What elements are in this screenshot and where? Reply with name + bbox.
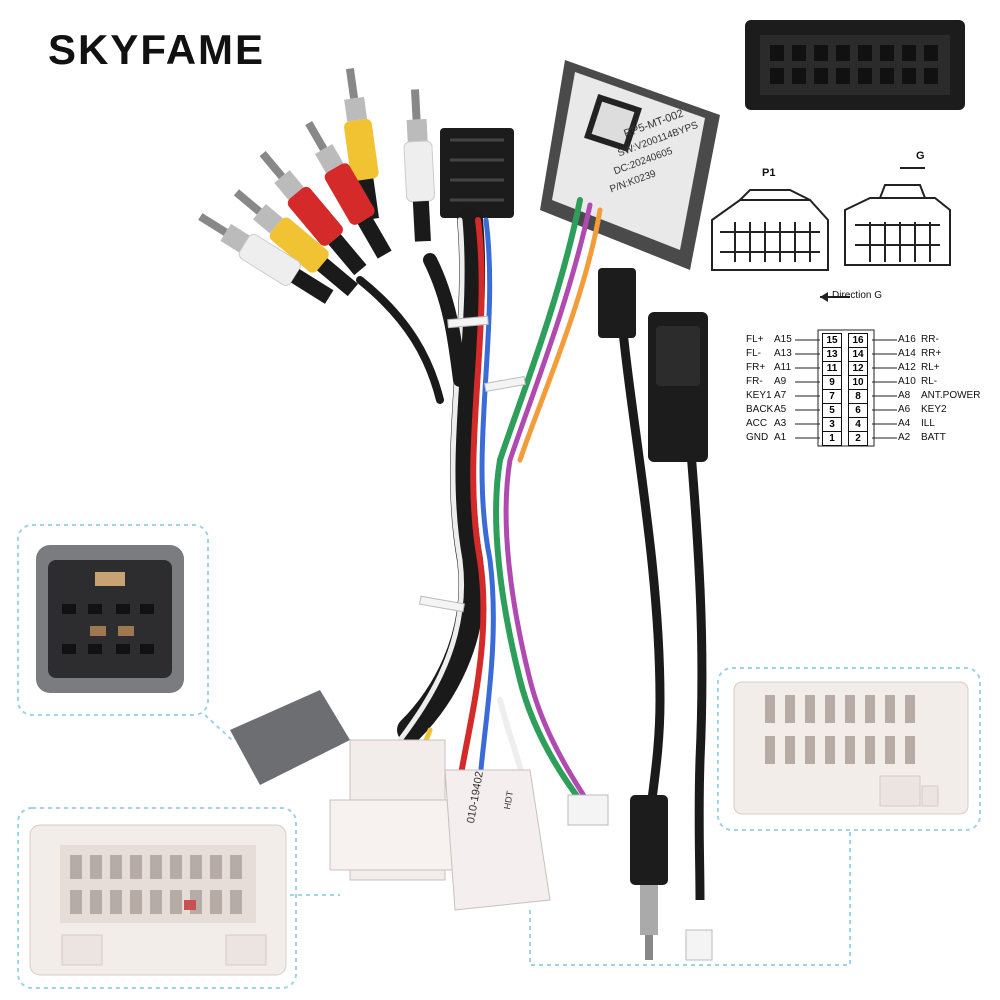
pin-number-right: 12 [848,361,868,376]
pin-code-left: A1 [774,432,787,443]
pinout-lines [795,329,897,447]
pin-code-left: A15 [774,334,792,345]
antenna-plug-bottom [630,795,713,961]
p1-label: P1 [762,167,776,179]
grey-connector [230,690,350,785]
pin-code-left: A11 [774,362,792,373]
pin-name-left: FR- [746,376,763,387]
pin-code-left: A7 [774,390,787,401]
pin-number-left: 11 [822,361,842,376]
g-label: G [916,150,925,162]
pin-code-right: A16 [898,334,916,345]
pin-name-right: RR- [921,334,939,345]
pin-name-left: BACK [746,404,774,415]
pin-code-left: A13 [774,348,792,359]
pin-code-right: A2 [898,432,911,443]
pin-number-left: 1 [822,431,842,446]
pin-code-left: A5 [774,404,787,415]
pin-number-left: 13 [822,347,842,362]
pin-number-right: 14 [848,347,868,362]
pin-number-left: 5 [822,403,842,418]
direction-label: Direction G [832,290,883,301]
pin-name-left: ACC [746,418,768,429]
white-connectors [329,739,609,911]
pin-name-right: RL- [921,376,938,387]
pin-code-right: A10 [898,376,916,387]
pin-name-right: ANT.POWER [921,390,981,401]
pin-number-right: 16 [848,333,868,348]
rca-plugs [198,68,436,304]
pin-number-right: 8 [848,389,868,404]
pin-name-right: BATT [921,432,946,443]
callout-white-connector-left [17,807,297,989]
pin-name-left: FR+ [746,362,766,373]
antenna-plug-top [598,268,708,462]
pin-code-right: A14 [898,348,916,359]
callout-grey-connector [17,524,209,716]
pin-code-left: A9 [774,376,787,387]
pin-name-right: RL+ [921,362,940,373]
pin-number-left: 9 [822,375,842,390]
small-black-connector [440,128,514,218]
pin-code-right: A6 [898,404,911,415]
pin-number-left: 7 [822,389,842,404]
cable-ties [419,315,526,613]
pin-number-right: 10 [848,375,868,390]
pin-number-right: 4 [848,417,868,432]
pin-code-right: A12 [898,362,916,373]
wire-bundle [356,197,603,808]
callout-white-connector-right [717,667,981,831]
callout-leaders [204,714,851,966]
brand-logo: SKYFAME [48,26,266,73]
pin-code-right: A4 [898,418,911,429]
pin-name-left: KEY1 [746,390,772,401]
pin-code-right: A8 [898,390,911,401]
antenna-cables [615,299,707,901]
pin-name-right: RR+ [921,348,942,359]
p1-connector-drawing [711,189,829,271]
iso-connector-black [745,20,965,110]
pin-name-left: FL- [746,348,761,359]
arrow-head-icon [820,292,828,302]
pin-code-left: A3 [774,418,787,429]
pin-number-left: 15 [822,333,842,348]
pin-name-right: KEY2 [921,404,947,415]
pin-number-right: 6 [848,403,868,418]
g-connector-drawing [844,167,951,266]
pin-name-left: FL+ [746,334,764,345]
pin-name-right: ILL [921,418,935,429]
pin-number-right: 2 [848,431,868,446]
pin-number-left: 3 [822,417,842,432]
pin-name-left: GND [746,432,769,443]
